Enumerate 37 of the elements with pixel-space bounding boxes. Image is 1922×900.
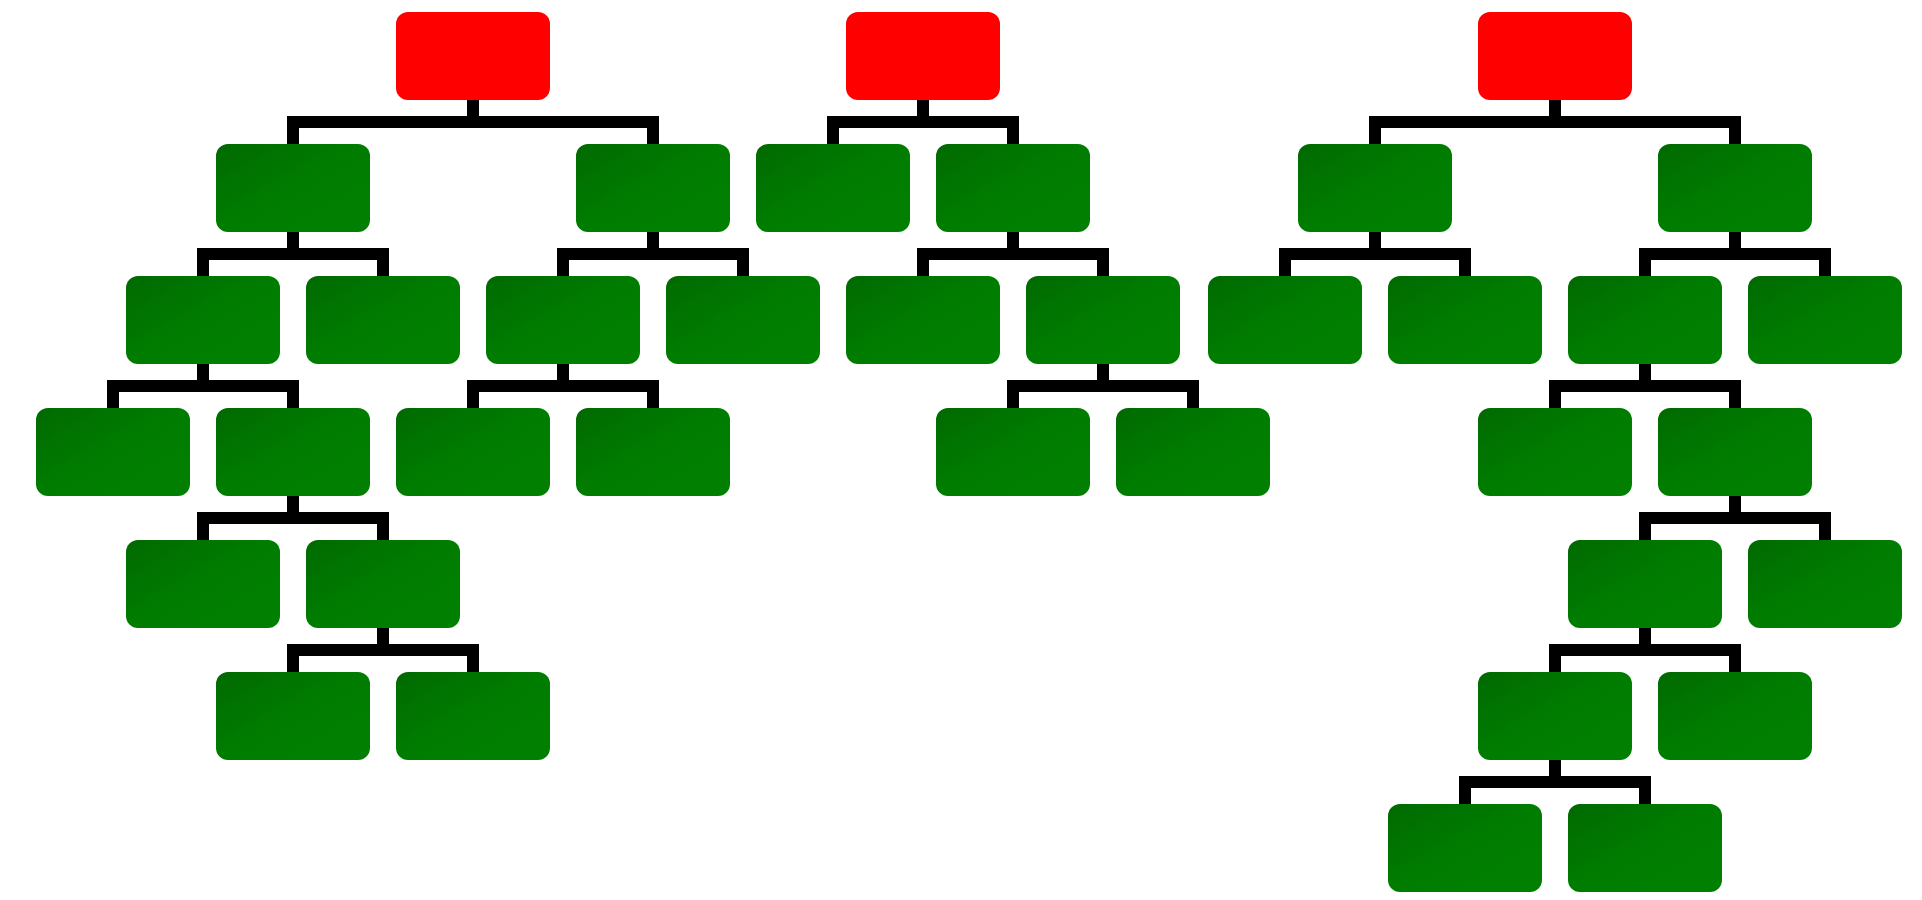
child-box: [1478, 408, 1632, 496]
child-box: [126, 276, 280, 364]
root-box: [846, 12, 1000, 100]
child-box: [1568, 804, 1722, 892]
child-box: [1658, 672, 1812, 760]
child-box: [306, 540, 460, 628]
child-box: [936, 144, 1090, 232]
child-box: [1116, 408, 1270, 496]
child-box: [1568, 540, 1722, 628]
child-box: [216, 672, 370, 760]
child-box: [1388, 276, 1542, 364]
child-box: [1208, 276, 1362, 364]
child-box: [846, 276, 1000, 364]
child-box: [216, 144, 370, 232]
child-box: [36, 408, 190, 496]
child-box: [126, 540, 280, 628]
child-box: [486, 276, 640, 364]
root-box: [396, 12, 550, 100]
child-box: [1568, 276, 1722, 364]
child-box: [396, 408, 550, 496]
child-box: [576, 144, 730, 232]
child-box: [936, 408, 1090, 496]
root-box: [1478, 12, 1632, 100]
child-box: [1388, 804, 1542, 892]
child-box: [666, 276, 820, 364]
child-box: [576, 408, 730, 496]
child-box: [1478, 672, 1632, 760]
child-box: [216, 408, 370, 496]
child-box: [1298, 144, 1452, 232]
child-box: [396, 672, 550, 760]
child-box: [1658, 408, 1812, 496]
child-box: [1026, 276, 1180, 364]
child-box: [306, 276, 460, 364]
child-box: [1658, 144, 1812, 232]
child-box: [756, 144, 910, 232]
child-box: [1748, 276, 1902, 364]
child-box: [1748, 540, 1902, 628]
